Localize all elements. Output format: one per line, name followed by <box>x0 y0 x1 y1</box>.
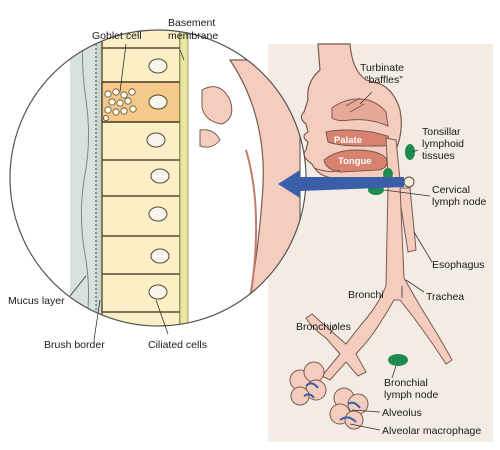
bronchial-node <box>388 354 408 366</box>
tonsillar-label-3: tissues <box>422 150 455 162</box>
esophagus-label: Esophagus <box>432 259 485 271</box>
esophagus-shape <box>397 187 417 253</box>
magnify-arrow <box>278 170 404 198</box>
bronchial-label-2: lymph node <box>384 389 438 401</box>
trachea-label: Trachea <box>426 291 464 303</box>
bronchial-label-1: Bronchial <box>384 377 428 389</box>
alveolus-label: Alveolus <box>382 407 422 419</box>
basement-membrane-band <box>179 30 189 326</box>
bronchi-label: Bronchi <box>348 289 384 301</box>
connective-cell <box>201 86 233 125</box>
tongue-label: Tongue <box>338 156 372 167</box>
ciliated-cells-label: Ciliated cells <box>148 339 207 351</box>
cell-nuclei <box>146 58 170 300</box>
mucus-layer-band <box>70 30 96 326</box>
tonsillar-node <box>405 144 415 160</box>
basement-membrane-label-1: Basement <box>168 17 215 29</box>
respiratory-tract-panel: Palate Tongue <box>268 43 493 442</box>
left-leader-lines <box>69 43 185 341</box>
lip-line <box>313 167 341 173</box>
turbinate-label-2: “baffles” <box>365 74 403 86</box>
tonsillar-label-2: lymphoid <box>422 138 464 150</box>
brush-border-band <box>96 30 102 326</box>
basement-membrane-label-2: membrane <box>168 30 218 42</box>
cell-column <box>101 30 181 326</box>
alveolar-macrophage-shape <box>339 416 357 423</box>
magnified-epithelium: Goblet cell Basement membrane Mucus laye… <box>8 17 307 351</box>
bronchioles-label: Bronchioles <box>296 321 351 333</box>
turbinate-line-2 <box>349 103 365 113</box>
turbinate-label-1: Turbinate <box>360 62 404 74</box>
goblet-vesicles <box>103 88 137 122</box>
connective-cell-2 <box>199 129 221 148</box>
tonsillar-label-1: Tonsillar <box>422 126 461 138</box>
alveolar-macrophage-label: Alveolar macrophage <box>382 425 481 437</box>
goblet-cell-label: Goblet cell <box>92 30 142 42</box>
vessel-inner <box>245 149 258 301</box>
tongue-shape <box>323 149 388 173</box>
palate-label: Palate <box>334 135 362 146</box>
alveoli-right <box>329 387 369 430</box>
mucus-layer-label: Mucus layer <box>8 295 65 307</box>
turbinate-line-1 <box>345 97 361 107</box>
right-leader-lines <box>329 91 433 431</box>
brush-border-label: Brush border <box>44 339 105 351</box>
alveoli-left <box>289 361 327 406</box>
bronchial-tree <box>305 185 453 381</box>
cervical-label-1: Cervical <box>432 184 470 196</box>
mucus-wave <box>80 30 90 326</box>
cervical-label-2: lymph node <box>432 196 486 208</box>
